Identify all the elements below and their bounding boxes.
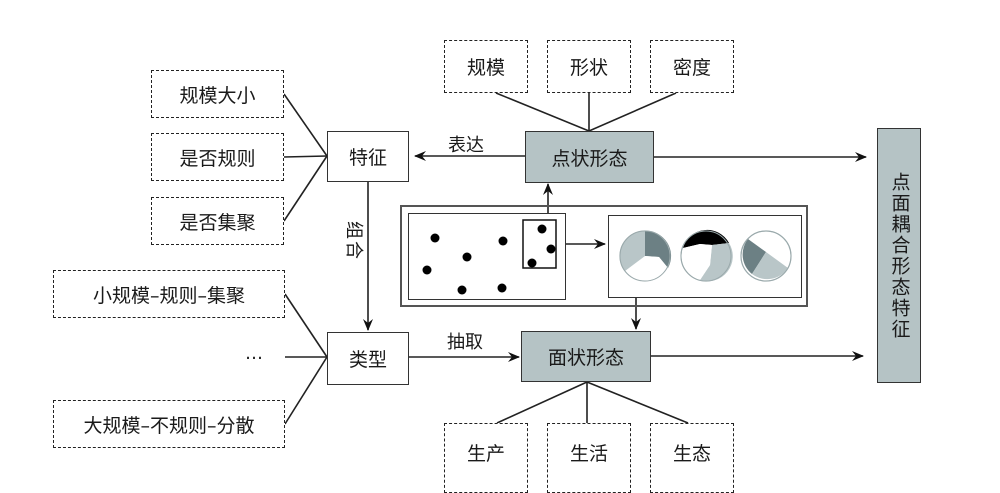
pie-chart-1 [619, 230, 672, 282]
type-item-ellipsis: … [245, 343, 263, 364]
point-marker [498, 236, 508, 246]
feature-node-label: 特征 [348, 147, 387, 169]
point-attr-shape: 形状 [547, 40, 631, 93]
point-attr-label: 规模 [466, 57, 505, 79]
pie-segment-dark [742, 239, 766, 274]
point-marker [497, 283, 507, 293]
feature-item-regularity: 是否规则 [151, 133, 284, 181]
result-node: 点面耦合形态特征 [877, 128, 921, 383]
edge-scale-to-point [495, 92, 590, 132]
area-attr-label: 生活 [569, 443, 608, 465]
type-item-label: 小规模–规则–集聚 [92, 284, 245, 307]
edge-area-to-production [496, 381, 588, 424]
express-label: 表达 [448, 135, 484, 156]
point-attr-density: 密度 [650, 40, 734, 93]
area-form-node: 面状形态 [521, 331, 651, 382]
point-marker-selected [546, 244, 556, 254]
pie-segment-white [681, 244, 712, 280]
edge-small-to-type [284, 293, 328, 358]
area-form-label: 面状形态 [547, 347, 624, 369]
point-attr-label: 密度 [672, 57, 711, 79]
type-item-large-irregular-dispersed: 大规模–不规则–分散 [53, 400, 285, 448]
illustration-frame [400, 205, 808, 307]
pie-segment-light [752, 252, 788, 280]
point-marker-selected [537, 224, 547, 234]
point-form-label: 点状形态 [551, 147, 628, 170]
point-marker-selected [527, 258, 537, 268]
pie-chart-2 [680, 229, 733, 282]
point-marker [422, 265, 432, 275]
type-item-small-regular-clustered: 小规模–规则–集聚 [53, 270, 285, 318]
point-attr-scale: 规模 [444, 40, 528, 93]
feature-item-label: 是否集聚 [179, 211, 256, 234]
area-attr-label: 生态 [672, 443, 711, 465]
type-item-label: 大规模–不规则–分散 [83, 414, 255, 437]
pie-segment-white [625, 256, 668, 282]
point-attr-label: 形状 [569, 57, 608, 79]
point-marker [457, 285, 467, 295]
pie-segment-light [700, 243, 733, 282]
area-attr-ecology: 生态 [650, 423, 734, 493]
area-attr-living: 生活 [547, 423, 631, 493]
extract-label: 抽取 [447, 332, 483, 353]
edge-size-to-feature [283, 93, 328, 157]
pie-segment-black [683, 229, 729, 248]
feature-node: 特征 [327, 131, 409, 182]
edge-large-to-type [284, 356, 328, 425]
point-marker [430, 233, 440, 243]
selection-rect [522, 219, 557, 269]
area-attr-label: 生产 [466, 443, 505, 465]
feature-item-size: 规模大小 [151, 70, 284, 118]
point-marker [462, 252, 472, 262]
feature-item-clustering: 是否集聚 [151, 197, 284, 245]
edge-density-to-point [588, 92, 677, 132]
edge-cluster-to-feature [283, 155, 328, 222]
result-node-label: 点面耦合形态特征 [888, 171, 911, 340]
feature-item-label: 是否规则 [179, 147, 256, 170]
edge-area-to-ecology [586, 381, 689, 424]
feature-item-label: 规模大小 [179, 84, 256, 107]
type-node: 类型 [327, 332, 409, 385]
area-attr-production: 生产 [444, 423, 528, 493]
pie-chart-3 [740, 230, 792, 282]
point-form-node: 点状形态 [525, 131, 654, 183]
edge-regular-to-feature [283, 155, 328, 158]
type-node-label: 类型 [348, 349, 387, 371]
